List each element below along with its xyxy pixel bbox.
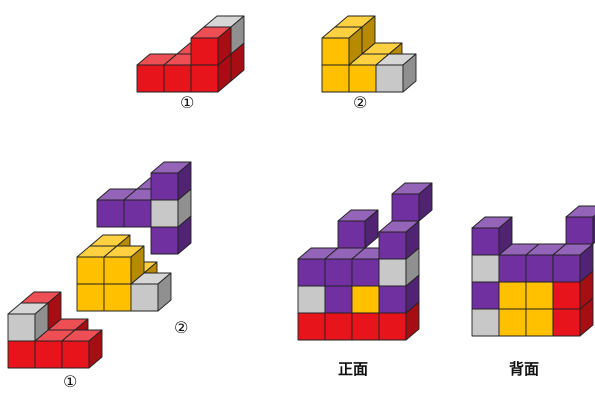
cube-front-face	[77, 257, 104, 284]
cube-front-face	[191, 38, 218, 65]
cube-red	[62, 330, 102, 368]
cube-front-face	[104, 257, 131, 284]
cube-purple	[392, 183, 432, 221]
cube-front-face	[379, 286, 406, 313]
cube-front-face	[499, 282, 526, 309]
cube-front-face	[472, 282, 499, 309]
cube-purple	[338, 210, 378, 248]
cube-front-face	[499, 255, 526, 282]
cube-front-face	[124, 200, 151, 227]
cube-front-face	[499, 309, 526, 336]
cube-front-face	[352, 259, 379, 286]
cube-front-face	[553, 255, 580, 282]
cube-front-face	[151, 200, 178, 227]
cube-red	[191, 27, 231, 65]
cube-front-face	[379, 232, 406, 259]
cube-front-face	[526, 309, 553, 336]
cube-purple	[566, 206, 595, 244]
cube-front-face	[325, 286, 352, 313]
cube-front-face	[376, 65, 403, 92]
cube-front-face	[472, 309, 499, 336]
cube-front-face	[151, 173, 178, 200]
cube-front-face	[35, 341, 62, 368]
cube-front-face	[137, 65, 164, 92]
cube-top-face	[566, 206, 595, 217]
cube-front-face	[349, 65, 376, 92]
cube-front-face	[164, 65, 191, 92]
cube-purple	[151, 162, 191, 200]
cube-front-face	[191, 65, 218, 92]
piece-2-top	[322, 16, 416, 92]
cube-front-face	[8, 341, 35, 368]
label-piece-2-bottom: ②	[174, 320, 188, 336]
cube-front-face	[553, 309, 580, 336]
assembled-front-view	[298, 183, 432, 340]
cube-yellow	[322, 27, 362, 65]
piece-1-top	[137, 16, 244, 92]
label-piece-1-top: ①	[180, 95, 194, 111]
cube-front-face	[526, 282, 553, 309]
cube-front-face	[131, 284, 158, 311]
label-piece-1-bottom: ①	[63, 374, 77, 390]
cube-front-face	[97, 200, 124, 227]
label-piece-2-top: ②	[353, 95, 367, 111]
cube-purple	[472, 217, 512, 255]
cube-front-face	[8, 314, 35, 341]
cube-purple	[379, 221, 419, 259]
cube-front-face	[325, 259, 352, 286]
cube-front-face	[352, 286, 379, 313]
cube-front-face	[325, 313, 352, 340]
cube-yellow	[104, 246, 144, 284]
cube-front-face	[352, 313, 379, 340]
cube-purple	[553, 244, 593, 282]
label-front-view: 正面	[338, 362, 368, 377]
cube-gray	[376, 54, 416, 92]
cube-gray	[8, 303, 48, 341]
cube-front-face	[298, 286, 325, 313]
cube-front-face	[77, 284, 104, 311]
label-back-view: 背面	[509, 362, 539, 377]
cube-front-face	[392, 194, 419, 221]
cube-front-face	[472, 228, 499, 255]
cube-front-face	[379, 313, 406, 340]
cube-front-face	[472, 255, 499, 282]
cube-front-face	[298, 313, 325, 340]
assembled-back-view	[472, 206, 595, 336]
cube-front-face	[322, 65, 349, 92]
cube-front-face	[151, 227, 178, 254]
cube-front-face	[298, 259, 325, 286]
cube-front-face	[104, 284, 131, 311]
cube-front-face	[379, 259, 406, 286]
cube-front-face	[338, 221, 365, 248]
cube-front-face	[322, 38, 349, 65]
cube-front-face	[62, 341, 89, 368]
cube-front-face	[526, 255, 553, 282]
cube-front-face	[566, 217, 593, 244]
cube-front-face	[553, 282, 580, 309]
